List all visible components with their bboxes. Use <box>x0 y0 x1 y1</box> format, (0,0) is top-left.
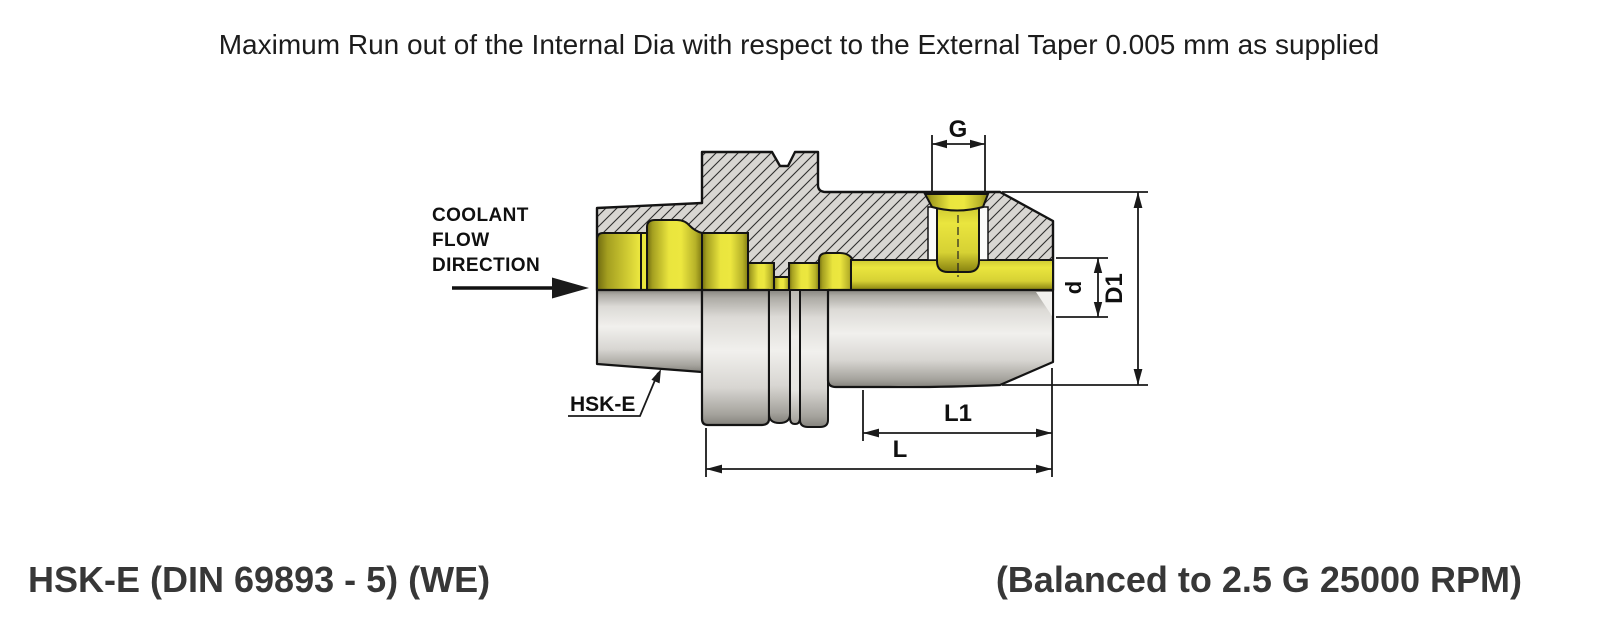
l-arrow-left <box>706 464 722 474</box>
d-arrow-bottom <box>1093 302 1103 317</box>
l-arrow-right <box>1036 464 1052 474</box>
l-label: L <box>893 436 908 463</box>
taper-shank-exterior <box>595 288 704 374</box>
l1-label: L1 <box>944 400 972 427</box>
g-arrow-right <box>970 139 985 149</box>
d1-arrow-top <box>1133 192 1143 208</box>
g-arrow-left <box>932 139 947 149</box>
coolant-step-notch <box>773 276 790 291</box>
coolant-under-flange <box>701 232 749 291</box>
bore-exit-chamfer <box>1036 292 1052 316</box>
coolant-rib-right <box>818 252 854 291</box>
shank-leader-line <box>568 372 659 417</box>
d-arrow-top <box>1093 258 1103 273</box>
footer: HSK-E (DIN 69893 - 5) (WE) (Balanced to … <box>28 559 1522 600</box>
flange-exterior <box>700 288 771 427</box>
coolant-rib-left <box>646 219 703 291</box>
coolant-label-line1: COOLANT <box>432 205 529 226</box>
dimension-G: G <box>931 116 986 193</box>
exterior-lower-half <box>595 288 1055 428</box>
dimension-L: L <box>705 368 1053 477</box>
coolant-label-line3: DIRECTION <box>432 255 540 276</box>
coolant-step-1 <box>747 262 775 291</box>
coolant-flow-annotation: COOLANT FLOW DIRECTION <box>432 205 589 299</box>
g-label: G <box>949 116 968 143</box>
gripper-groove <box>789 289 801 425</box>
coolant-step-2 <box>788 262 820 291</box>
d-extension-lines <box>1056 257 1108 318</box>
d1-extension-lines <box>1002 191 1148 386</box>
shank-label: HSK-E <box>570 393 635 416</box>
l1-arrow-right <box>1036 428 1052 438</box>
flange-relief-band <box>768 289 791 424</box>
d1-arrow-bottom <box>1133 369 1143 385</box>
body-nose-exterior <box>826 288 1055 389</box>
shank-leader-arrow <box>651 369 661 384</box>
shank-callout: HSK-E <box>568 369 661 417</box>
collar-ring-exterior <box>799 289 829 428</box>
coolant-port-countersink <box>923 193 990 212</box>
dimension-D1: D1 <box>1002 191 1148 386</box>
dimension-d: d <box>1056 257 1108 318</box>
cross-section-upper-half <box>595 150 1055 292</box>
d1-label: D1 <box>1101 273 1128 304</box>
d-label: d <box>1061 281 1086 294</box>
footer-balance-spec: (Balanced to 2.5 G 25000 RPM) <box>996 559 1522 600</box>
dimension-L1: L1 <box>862 390 1052 441</box>
coolant-label-line2: FLOW <box>432 230 490 251</box>
runout-note: Maximum Run out of the Internal Dia with… <box>219 29 1380 60</box>
footer-model-designation: HSK-E (DIN 69893 - 5) (WE) <box>28 559 490 600</box>
coolant-arrow-head <box>552 277 589 299</box>
l1-arrow-left <box>863 428 879 438</box>
